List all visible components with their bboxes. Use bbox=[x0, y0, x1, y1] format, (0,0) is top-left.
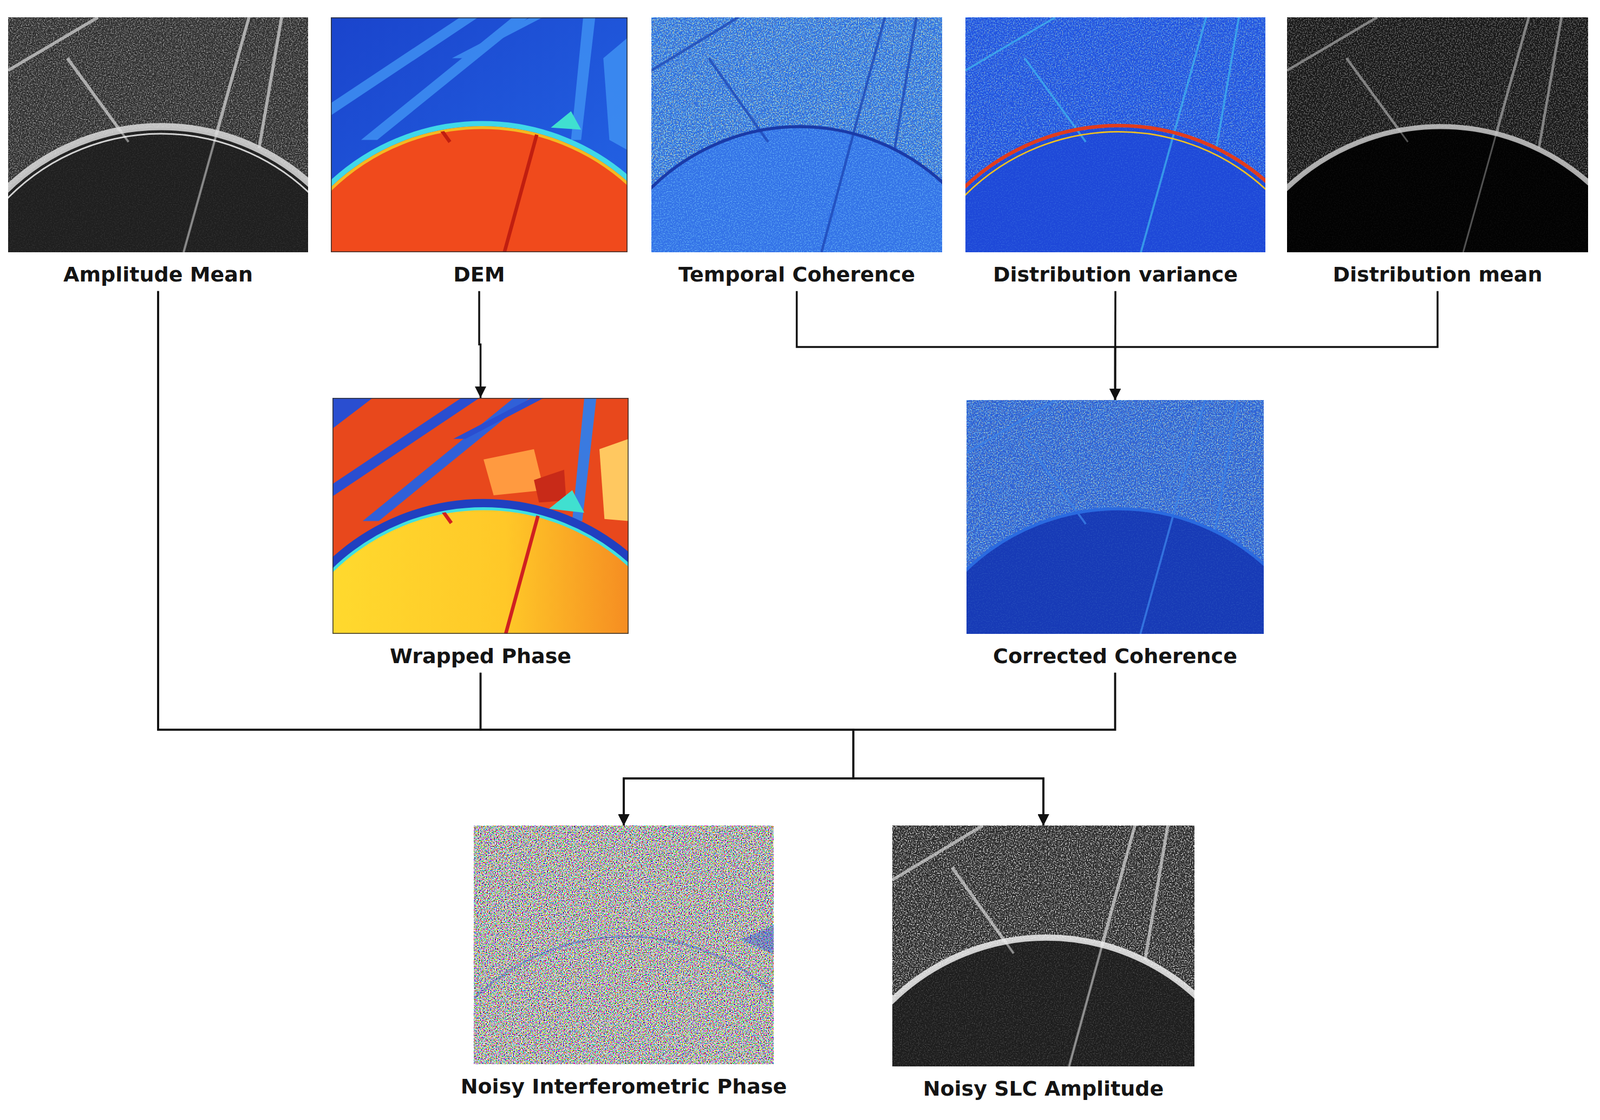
image-panel: Corrected Coherence bbox=[966, 400, 1264, 674]
temporal-coherence-image bbox=[584, 17, 1016, 573]
flow-connector bbox=[1115, 291, 1439, 401]
image-panel: Distribution variance bbox=[965, 17, 1266, 292]
flow-connector bbox=[480, 673, 1044, 826]
image-panel: Wrapped Phase bbox=[332, 397, 629, 674]
flow-connector bbox=[158, 291, 854, 826]
flow-connector bbox=[158, 291, 1044, 826]
panel-caption: Wrapped Phase bbox=[389, 644, 572, 669]
image-panel: Distribution mean bbox=[1287, 17, 1589, 292]
distribution-mean-image bbox=[1217, 17, 1600, 573]
panel-caption: Noisy SLC Amplitude bbox=[923, 1077, 1165, 1102]
flow-connector bbox=[480, 673, 854, 826]
flow-connector bbox=[853, 673, 1116, 826]
image-panel: Temporal Coherence bbox=[651, 17, 943, 292]
image-panel: Noisy Interferometric Phase bbox=[455, 825, 793, 1104]
panel-caption: Corrected Coherence bbox=[993, 644, 1238, 669]
image-panel: DEM bbox=[330, 17, 628, 292]
flow-connector bbox=[479, 291, 481, 398]
image-panel: Noisy SLC Amplitude bbox=[892, 825, 1195, 1106]
panel-caption: Temporal Coherence bbox=[678, 263, 916, 287]
panel-caption: DEM bbox=[453, 263, 505, 287]
panel-caption: Noisy Interferometric Phase bbox=[460, 1075, 788, 1100]
panel-caption: Distribution variance bbox=[993, 263, 1238, 287]
noisy-phase-image bbox=[404, 825, 850, 1120]
amplitude-mean-image bbox=[0, 17, 384, 573]
flow-connector bbox=[797, 291, 1116, 401]
panel-caption: Amplitude Mean bbox=[63, 263, 253, 287]
panel-caption: Distribution mean bbox=[1332, 263, 1543, 287]
noisy-slc-amplitude-image bbox=[822, 825, 1271, 1120]
image-panel: Amplitude Mean bbox=[8, 17, 309, 292]
flow-connector bbox=[623, 673, 1116, 826]
